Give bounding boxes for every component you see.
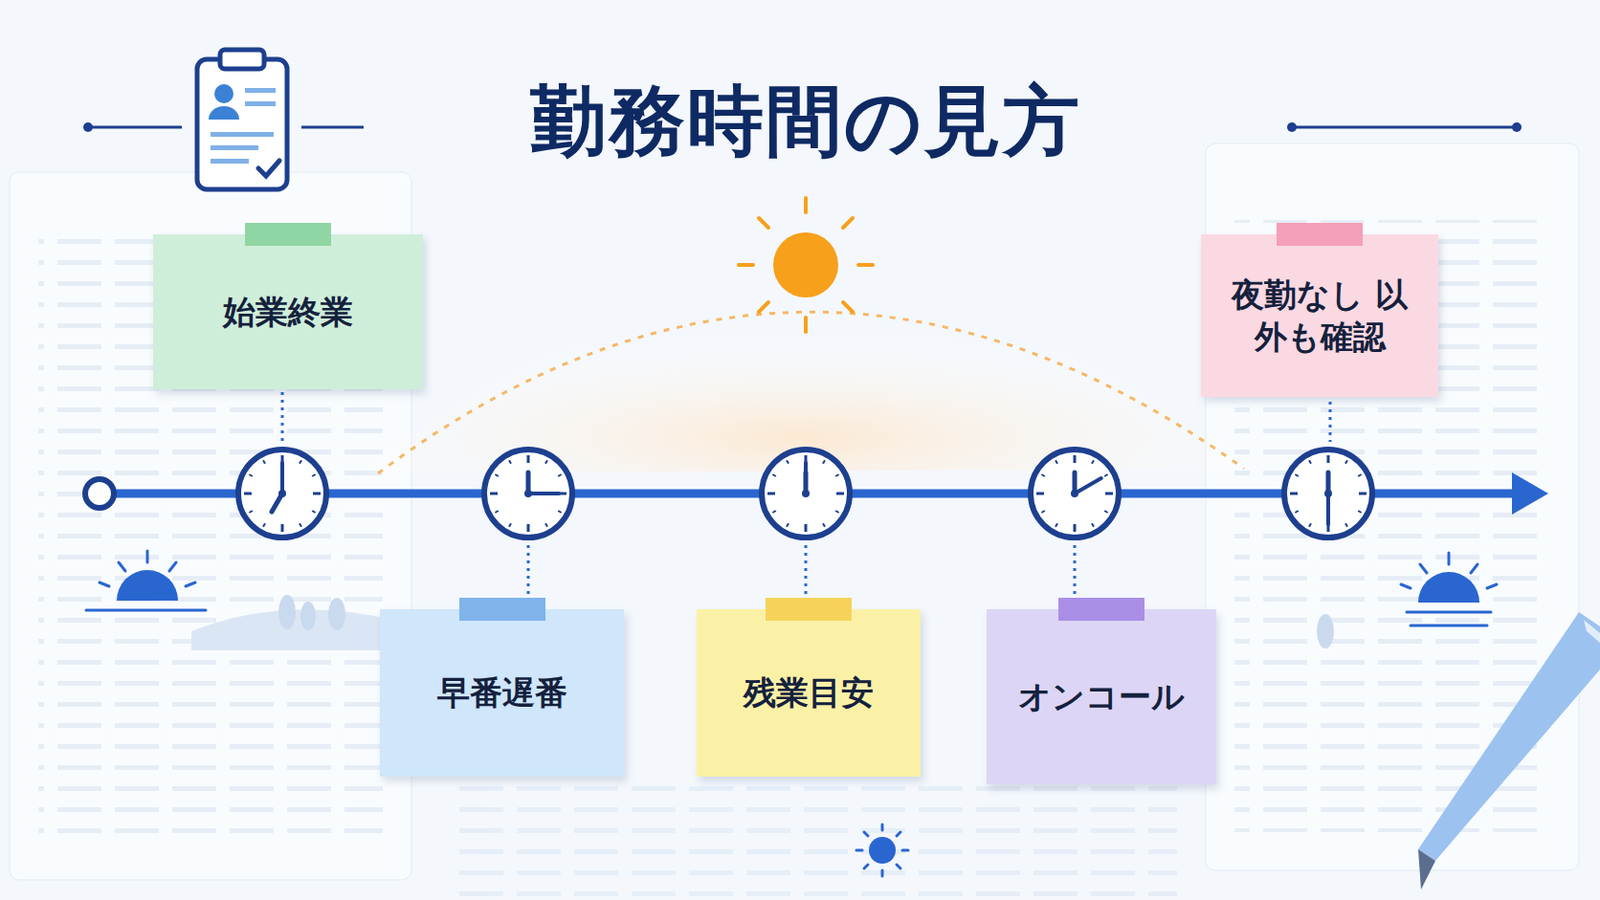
clock-part — [312, 492, 321, 496]
clock-part — [278, 489, 287, 498]
clock-part — [1073, 455, 1077, 464]
tape-strip — [765, 598, 852, 622]
clock-part — [1070, 489, 1079, 498]
tape-strip — [244, 222, 332, 246]
clock-part — [1105, 492, 1113, 496]
clock-part — [1309, 460, 1312, 464]
sticky-note: 始業終業 — [153, 234, 423, 390]
clock-part — [263, 460, 266, 464]
clock-part — [281, 524, 285, 533]
clock-part — [1091, 460, 1094, 464]
clock-part — [1074, 478, 1102, 494]
clock-part — [248, 511, 252, 513]
clock-part — [1324, 489, 1333, 498]
pen-illustration — [1418, 612, 1600, 890]
clock-part — [1055, 523, 1058, 527]
clock-part — [1104, 511, 1108, 513]
clock-part — [484, 449, 573, 538]
clock-part — [545, 523, 548, 527]
clock-part — [786, 523, 789, 527]
clock-part — [1073, 524, 1077, 533]
clock-part — [1345, 523, 1348, 527]
clock-part — [772, 474, 776, 477]
note-label: 始業終業 — [222, 290, 354, 334]
clock-part — [244, 492, 252, 496]
clock-part — [263, 523, 266, 527]
clock-part — [1091, 523, 1094, 527]
clock-part — [1345, 460, 1348, 464]
clock-part — [248, 474, 252, 477]
clock-part — [772, 511, 776, 513]
note-label: オンコール — [1018, 675, 1185, 718]
clipboard-icon — [83, 49, 1522, 190]
clock-part — [803, 463, 808, 494]
sticky-note: 残業目安 — [696, 609, 921, 778]
clock-part — [280, 463, 285, 494]
note-label: 早番遅番 — [437, 671, 568, 714]
clock-part — [835, 511, 839, 513]
clock-part — [801, 489, 810, 498]
clock-part — [494, 474, 498, 477]
note-label: 残業目安 — [743, 671, 874, 714]
clock-part — [822, 523, 825, 527]
clock-part — [494, 511, 498, 513]
clock-part — [836, 492, 845, 496]
clock-part — [1309, 523, 1312, 527]
clock-part — [761, 449, 850, 538]
clock-part — [557, 474, 561, 477]
clock-part — [1357, 511, 1361, 513]
clock-part — [835, 474, 839, 477]
sticky-note: 早番遅番 — [379, 609, 624, 778]
sunrise-icon — [86, 551, 1497, 877]
clock-part — [1289, 492, 1298, 496]
clock-part — [557, 511, 561, 513]
clock-part — [786, 460, 789, 464]
clock-part — [509, 460, 512, 464]
tape-strip — [459, 598, 546, 622]
clock-part — [1041, 474, 1045, 477]
clock-part — [299, 460, 302, 464]
tape-strip — [1276, 222, 1363, 246]
clock-part — [1358, 492, 1367, 496]
clock-part — [509, 523, 512, 527]
clock-part — [1326, 493, 1331, 525]
clock-part — [804, 524, 808, 533]
clock-part — [489, 492, 498, 496]
clock-part — [1294, 474, 1298, 477]
clock-part — [299, 523, 302, 527]
tape-strip — [1058, 598, 1145, 622]
clock-part — [1036, 492, 1045, 496]
clock-part — [1030, 449, 1119, 538]
clock-part — [238, 449, 327, 538]
note-label: 夜勤なし 以外も確認 — [1228, 273, 1411, 358]
clock-part — [1357, 474, 1361, 477]
clock-part — [528, 491, 559, 496]
clock-part — [311, 511, 315, 513]
sun-icon — [738, 198, 873, 333]
clock-part — [822, 460, 825, 464]
clock-part — [1041, 511, 1045, 513]
clock-part — [1327, 455, 1331, 464]
clock-part — [767, 492, 776, 496]
clock-icons — [238, 449, 1373, 538]
clock-part — [545, 460, 548, 464]
clock-part — [1104, 474, 1108, 477]
clock-part — [1294, 511, 1298, 513]
sticky-note: オンコール — [986, 609, 1217, 785]
sticky-note: 夜勤なし 以外も確認 — [1200, 234, 1439, 398]
clock-part — [524, 489, 533, 498]
page-title: 勤務時間の見方 — [530, 70, 1082, 175]
clock-part — [527, 524, 531, 533]
clock-part — [1284, 449, 1373, 538]
clock-part — [311, 474, 315, 477]
clock-part — [1055, 460, 1058, 464]
clock-part — [527, 455, 531, 464]
